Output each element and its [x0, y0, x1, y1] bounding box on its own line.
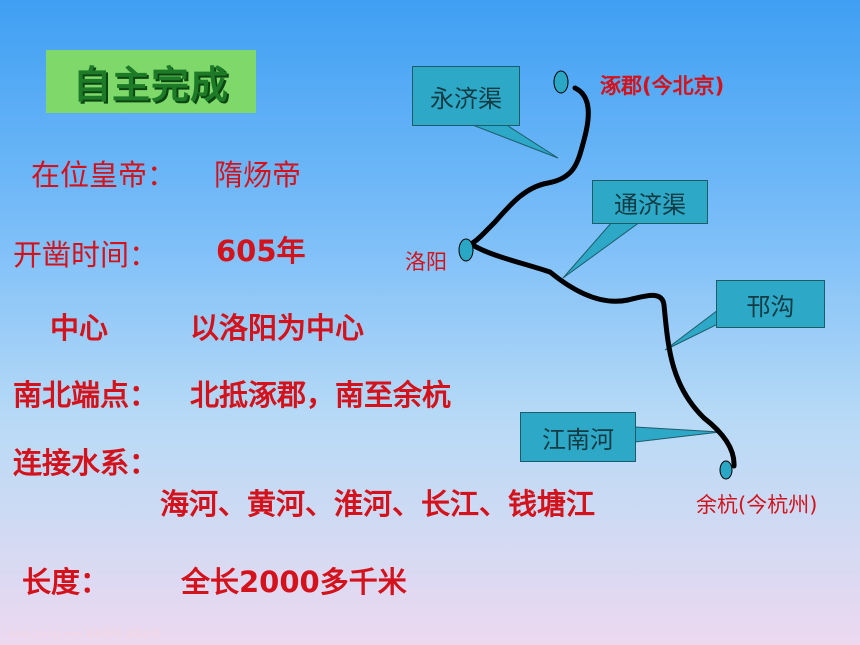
zhuojun-marker [553, 70, 569, 94]
tongji-pointer [562, 221, 642, 279]
city-yuhang: 余杭(今杭州) [696, 493, 818, 517]
title-box: 自主完成 [46, 50, 256, 113]
city-zhuojun: 涿郡(今北京) [600, 74, 725, 98]
water-systems-value: 海河、黄河、淮河、长江、钱塘江 [160, 487, 596, 521]
jiangnan-pointer [634, 426, 721, 443]
hangou-pointer [664, 308, 719, 351]
excavation-time-value: 605年 [216, 234, 306, 268]
yuhang-marker [719, 460, 733, 480]
callout-yongji: 永济渠 [412, 66, 520, 126]
callout-hangou-label: 邗沟 [746, 292, 795, 321]
emperor-label: 在位皇帝： [31, 158, 177, 192]
water-systems-label: 连接水系： [13, 446, 159, 480]
callout-jiangnan: 江南河 [520, 412, 636, 462]
center-label: 中心 [50, 311, 109, 345]
watermark-text: www.21cnjy.com 版权所有 盗版必究 [8, 630, 161, 640]
slide-title: 自主完成 [72, 63, 229, 107]
callout-yongji-label: 永济渠 [430, 84, 502, 113]
callout-hangou: 邗沟 [716, 280, 825, 328]
grand-canal-line [468, 85, 737, 469]
excavation-time-label: 开凿时间： [13, 238, 159, 272]
callout-tongji-label: 通济渠 [614, 190, 686, 219]
luoyang-marker [458, 238, 474, 262]
callout-jiangnan-label: 江南河 [542, 425, 614, 454]
length-value: 全长2000多千米 [181, 565, 407, 599]
yongji-pointer [469, 123, 559, 159]
length-label: 长度： [22, 565, 110, 599]
endpoints-value: 北抵涿郡，南至余杭 [190, 378, 452, 412]
callout-tongji: 通济渠 [592, 180, 708, 224]
city-luoyang: 洛阳 [405, 250, 447, 274]
emperor-value: 隋炀帝 [214, 158, 302, 192]
center-value: 以洛阳为中心 [190, 311, 365, 345]
endpoints-label: 南北端点： [13, 378, 159, 412]
